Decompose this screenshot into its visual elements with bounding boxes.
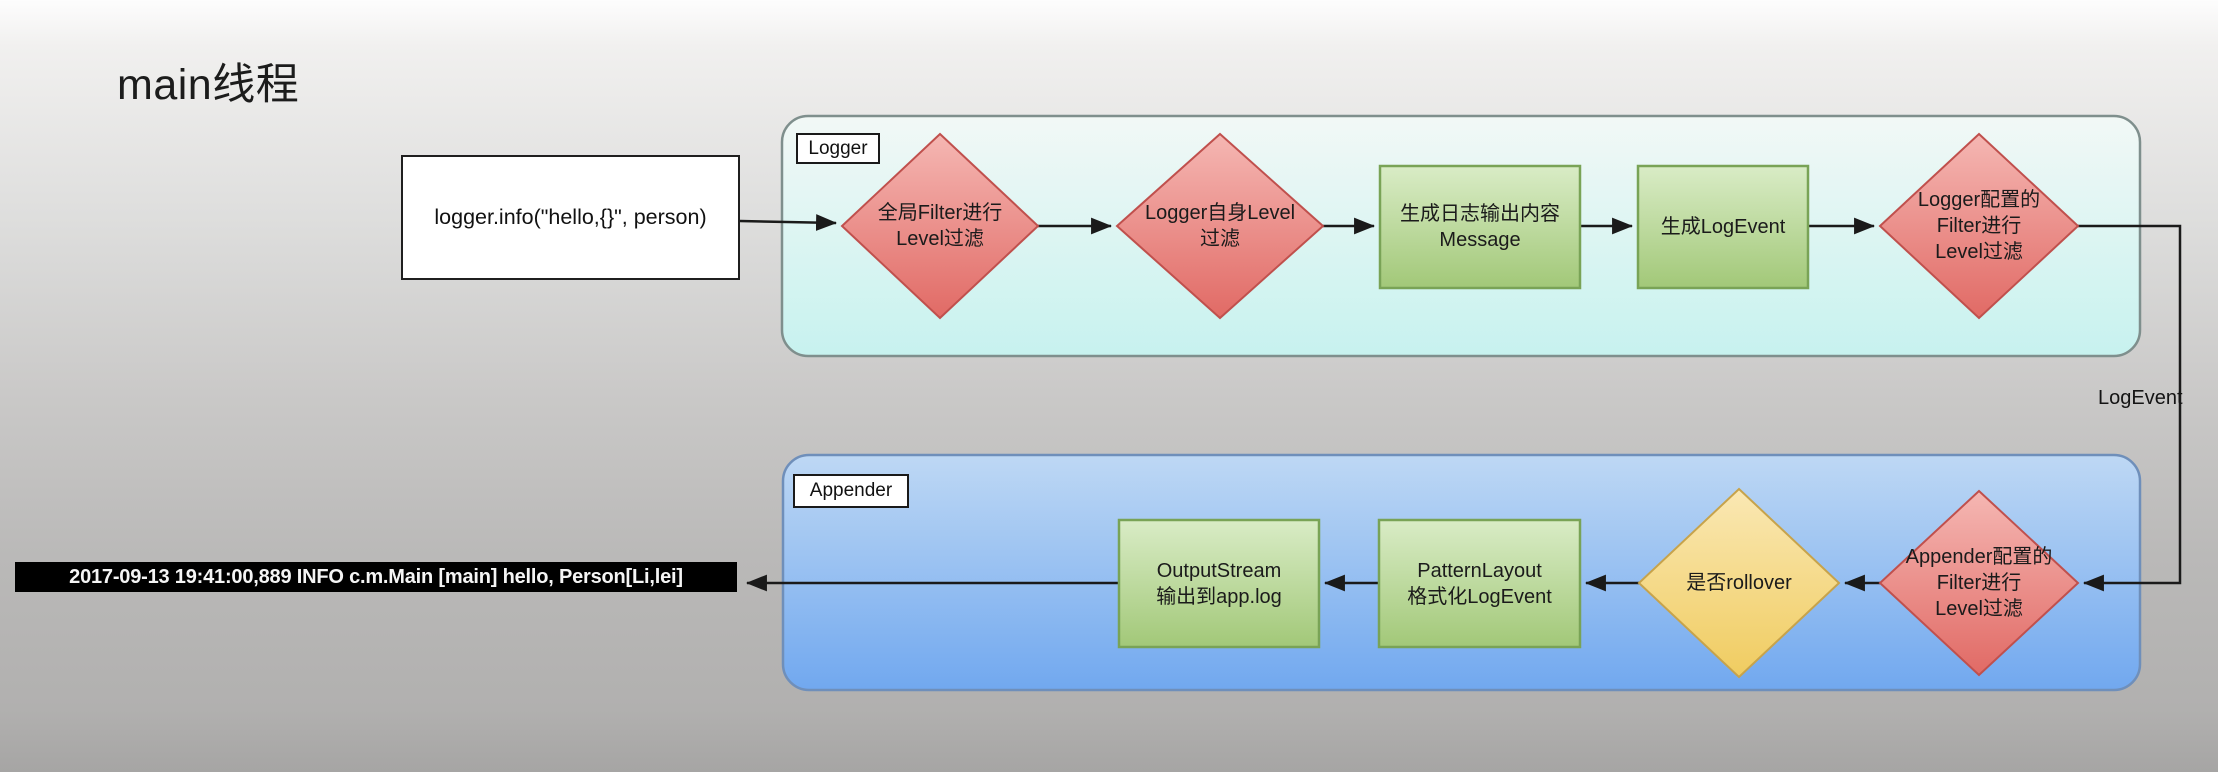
process-pattern-layout <box>1377 518 1582 649</box>
logger-group-label: Logger <box>796 133 880 164</box>
label-line: 输出到app.log <box>1156 585 1282 608</box>
label-line: Level过滤 <box>1935 241 2023 263</box>
label-line: 全局Filter进行 <box>877 202 1003 224</box>
label-line: Logger配置的 <box>1917 189 2041 211</box>
decision-rollover <box>1637 487 1841 679</box>
connector-logevent-path <box>2078 224 2182 592</box>
label-line: Level过滤 <box>896 228 984 250</box>
process-build-logevent-label: 生成LogEvent <box>1638 166 1808 288</box>
log-output-text: 2017-09-13 19:41:00,889 INFO c.m.Main [m… <box>69 565 683 588</box>
label-line: Logger自身Level <box>1144 202 1296 224</box>
connector-logevent-label: LogEvent <box>2098 387 2183 409</box>
decision-global-filter-label: 全局Filter进行 Level过滤 <box>842 134 1038 318</box>
label-line: 格式化LogEvent <box>1407 585 1552 608</box>
arrow-caller-to-global-filter <box>739 214 838 231</box>
process-build-message <box>1378 164 1582 290</box>
label-line: 是否rollover <box>1686 572 1792 594</box>
decision-rollover-label: 是否rollover <box>1639 489 1839 677</box>
decision-logger-level <box>1115 132 1325 320</box>
log-output-bar: 2017-09-13 19:41:00,889 INFO c.m.Main [m… <box>15 562 737 592</box>
label-line: OutputStream <box>1156 559 1282 582</box>
appender-group-label: Appender <box>793 474 909 508</box>
decision-global-filter <box>840 132 1040 320</box>
logger-group-label-text: Logger <box>808 137 868 159</box>
label-line: Level过滤 <box>1935 598 2023 620</box>
label-line: Message <box>1439 229 1521 251</box>
process-pattern-layout-label: PatternLayout 格式化LogEvent <box>1379 520 1580 647</box>
label-line: Appender配置的 <box>1905 546 2053 568</box>
label-line: 过滤 <box>1200 228 1240 250</box>
decision-appender-filter-label: Appender配置的 Filter进行 Level过滤 <box>1880 491 2078 675</box>
label-line: 生成LogEvent <box>1660 216 1786 238</box>
decision-logger-level-label: Logger自身Level 过滤 <box>1117 134 1323 318</box>
decision-logger-filter <box>1878 132 2080 320</box>
process-build-message-label: 生成日志输出内容 Message <box>1380 166 1580 288</box>
label-line: 生成日志输出内容 <box>1400 203 1560 225</box>
page-title: main线程 <box>117 61 300 109</box>
process-output-stream <box>1117 518 1321 649</box>
label-line: PatternLayout <box>1417 559 1542 582</box>
label-line: Filter进行 <box>1936 215 2022 237</box>
decision-appender-filter <box>1878 489 2080 677</box>
decision-logger-filter-label: Logger配置的 Filter进行 Level过滤 <box>1880 134 2078 318</box>
process-build-logevent <box>1636 164 1810 290</box>
appender-group-label-text: Appender <box>809 480 893 501</box>
caller-box-text: logger.info("hello,{}", person) <box>434 205 707 229</box>
caller-box: logger.info("hello,{}", person) <box>401 155 740 280</box>
label-line: Filter进行 <box>1936 572 2022 594</box>
process-output-stream-label: OutputStream 输出到app.log <box>1119 520 1319 647</box>
